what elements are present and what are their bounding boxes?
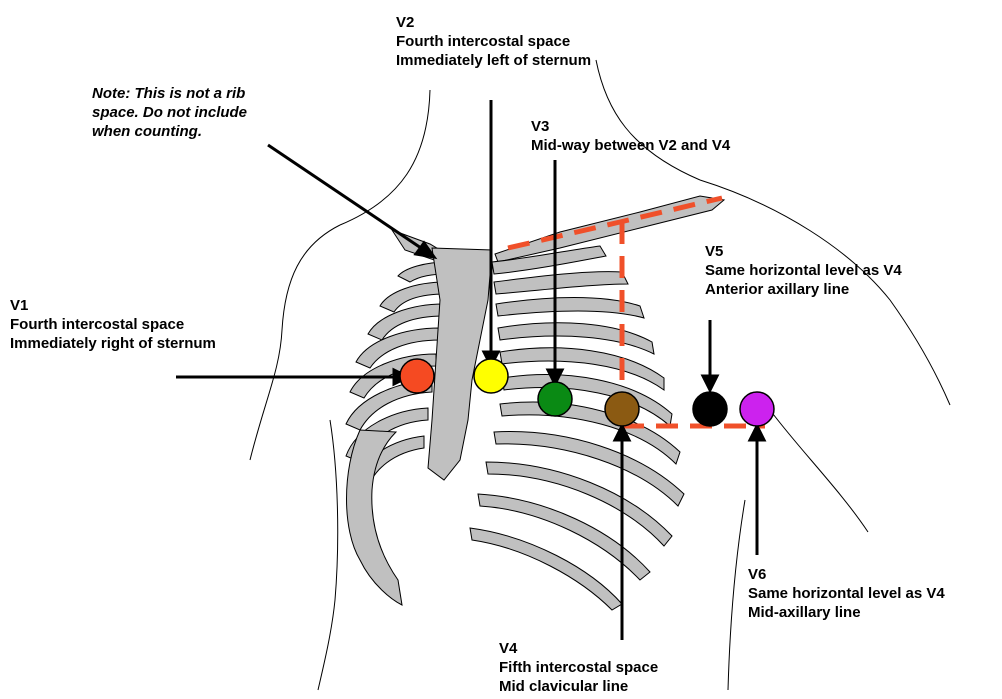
v2-line1: Fourth intercostal space [396, 32, 591, 51]
v2-name: V2 [396, 13, 591, 32]
right-arm-line [770, 410, 868, 532]
v1-line1: Fourth intercostal space [10, 315, 216, 334]
v1-line2: Immediately right of sternum [10, 334, 216, 353]
v5-line2: Anterior axillary line [705, 280, 902, 299]
left-shoulder-line [250, 225, 340, 460]
note-line1: Note: This is not a rib [92, 84, 247, 103]
v5-electrode [693, 392, 727, 426]
v1-label: V1 Fourth intercostal space Immediately … [10, 296, 216, 353]
note-arrow-line [268, 145, 424, 250]
v2-electrode [474, 359, 508, 393]
rib-right-2 [494, 272, 628, 294]
v3-label: V3 Mid-way between V2 and V4 [531, 117, 730, 155]
v6-label: V6 Same horizontal level as V4 Mid-axill… [748, 565, 945, 622]
v6-electrode [740, 392, 774, 426]
neck-left-line [340, 90, 430, 225]
v4-line2: Mid clavicular line [499, 677, 658, 696]
v5-label: V5 Same horizontal level as V4 Anterior … [705, 242, 902, 299]
v5-name: V5 [705, 242, 902, 261]
v3-line1: Mid-way between V2 and V4 [531, 136, 730, 155]
note-line2: space. Do not include [92, 103, 247, 122]
v1-electrode [400, 359, 434, 393]
note-label: Note: This is not a rib space. Do not in… [92, 84, 247, 141]
v6-line2: Mid-axillary line [748, 603, 945, 622]
v2-label: V2 Fourth intercostal space Immediately … [396, 13, 591, 70]
v1-name: V1 [10, 296, 216, 315]
v2-line2: Immediately left of sternum [396, 51, 591, 70]
v6-line1: Same horizontal level as V4 [748, 584, 945, 603]
left-arm-line [318, 420, 338, 690]
v3-electrode [538, 382, 572, 416]
note-line3: when counting. [92, 122, 247, 141]
v4-electrode [605, 392, 639, 426]
v4-name: V4 [499, 639, 658, 658]
rib-cage [346, 196, 724, 610]
v6-name: V6 [748, 565, 945, 584]
v4-line1: Fifth intercostal space [499, 658, 658, 677]
v5-line1: Same horizontal level as V4 [705, 261, 902, 280]
v3-name: V3 [531, 117, 730, 136]
v4-label: V4 Fifth intercostal space Mid clavicula… [499, 639, 658, 696]
right-torso-line [728, 500, 745, 690]
v5-arrow-head [703, 376, 717, 390]
